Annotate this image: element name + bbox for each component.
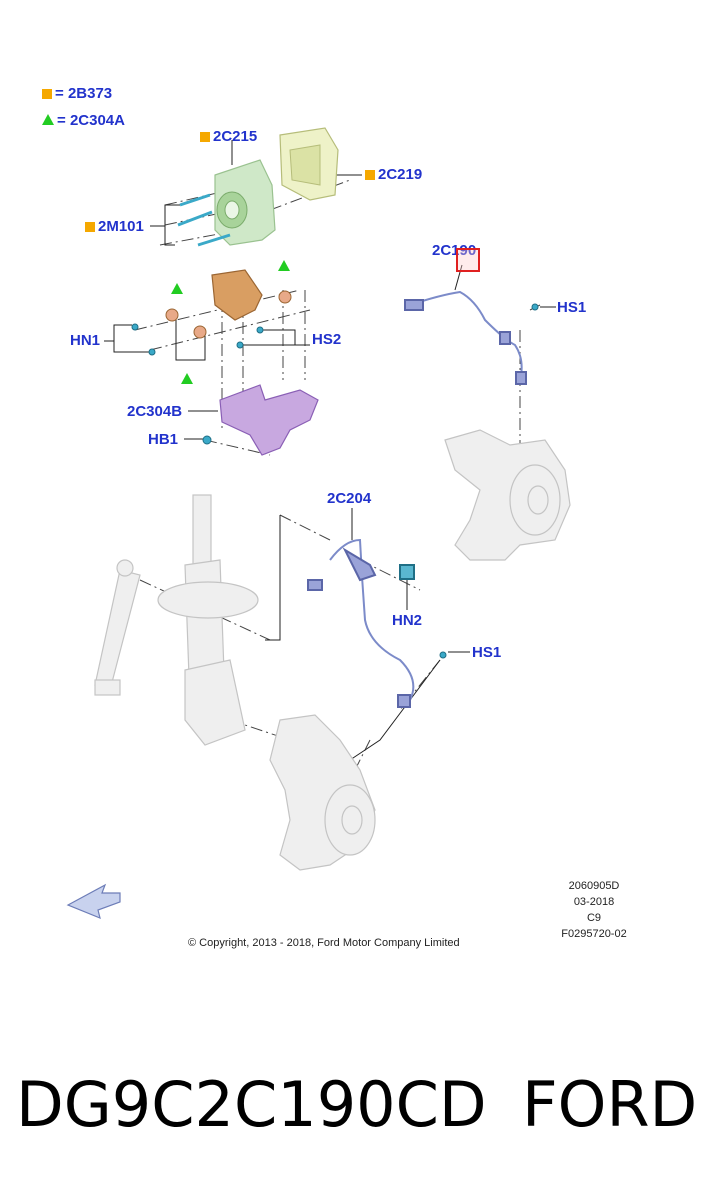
callout-HN1: HN1 [70,332,100,350]
exploded-parts-diagram: = 2B373 = 2C304A 2C215 2C219 2M101 2C190… [42,85,627,949]
callout-text: HS2 [312,331,342,348]
callout-text: 2C190 [432,242,477,259]
callout-2M101: 2M101 [85,218,144,236]
legend-triangle-entry: = 2C304A [42,112,125,130]
callout-text: HS1 [557,299,587,316]
callout-HS2: HS2 [312,331,341,349]
sensor-cable-2C190 [404,290,527,385]
legend-triangle-code: 2C304A [69,112,125,129]
callout-text: 2C304B [127,403,183,420]
callout-text: 2M101 [98,218,144,235]
stamp-line-1: 2060905D [568,880,620,892]
control-unit-2C219 [279,127,339,201]
callout-text: 2C204 [327,490,372,507]
callout-2C219: 2C219 [365,166,422,184]
bracket-2C304B [219,384,319,456]
highlight-box [456,248,480,272]
legend-square-code: 2B373 [67,85,113,102]
callout-text: 2C215 [213,128,258,145]
steering-knuckle-bottom [269,714,376,871]
square-marker-icon [85,222,95,232]
legend-square-entry: = 2B373 [42,85,112,103]
callout-2C215: 2C215 [200,128,257,146]
callout-text: HB1 [148,431,179,448]
part-number: DG9C2C190CD [16,1068,487,1141]
square-marker-icon [200,132,210,142]
callout-2C304B: 2C304B [127,403,182,421]
stamp-line-4: F0295720-02 [561,928,627,940]
brand-name: FORD [522,1068,698,1141]
copyright-notice: © Copyright, 2013 - 2018, Ford Motor Com… [188,937,460,949]
legend-separator: = [55,85,64,102]
callout-2C204: 2C204 [327,490,371,508]
stamp-line-2: 03-2018 [573,896,615,908]
strut-assembly [94,494,259,746]
callout-text: 2C219 [378,166,423,183]
callout-HB1: HB1 [148,431,178,449]
abs-module-2C215 [214,159,276,246]
steering-knuckle-top [444,429,571,561]
bracket-2C304A [165,269,292,339]
callout-text: HN2 [392,612,423,629]
triangle-marker-icon [42,114,54,125]
front-direction-arrow [66,883,121,920]
callout-HS1-top: HS1 [557,299,586,317]
bottom-caption: DG9C2C190CD FORD [0,1068,708,1148]
callout-text: HN1 [70,332,101,349]
sensor-cable-2C204 [307,538,415,708]
square-marker-icon [42,89,52,99]
callout-HS1-bottom: HS1 [472,644,501,662]
callout-HN2: HN2 [392,612,422,630]
stamp-line-3: C9 [586,912,602,924]
legend-separator: = [57,112,66,129]
callout-2C190: 2C190 [432,242,476,260]
square-marker-icon [365,170,375,180]
callout-text: HS1 [472,644,502,661]
diagram-drawing [66,127,571,920]
